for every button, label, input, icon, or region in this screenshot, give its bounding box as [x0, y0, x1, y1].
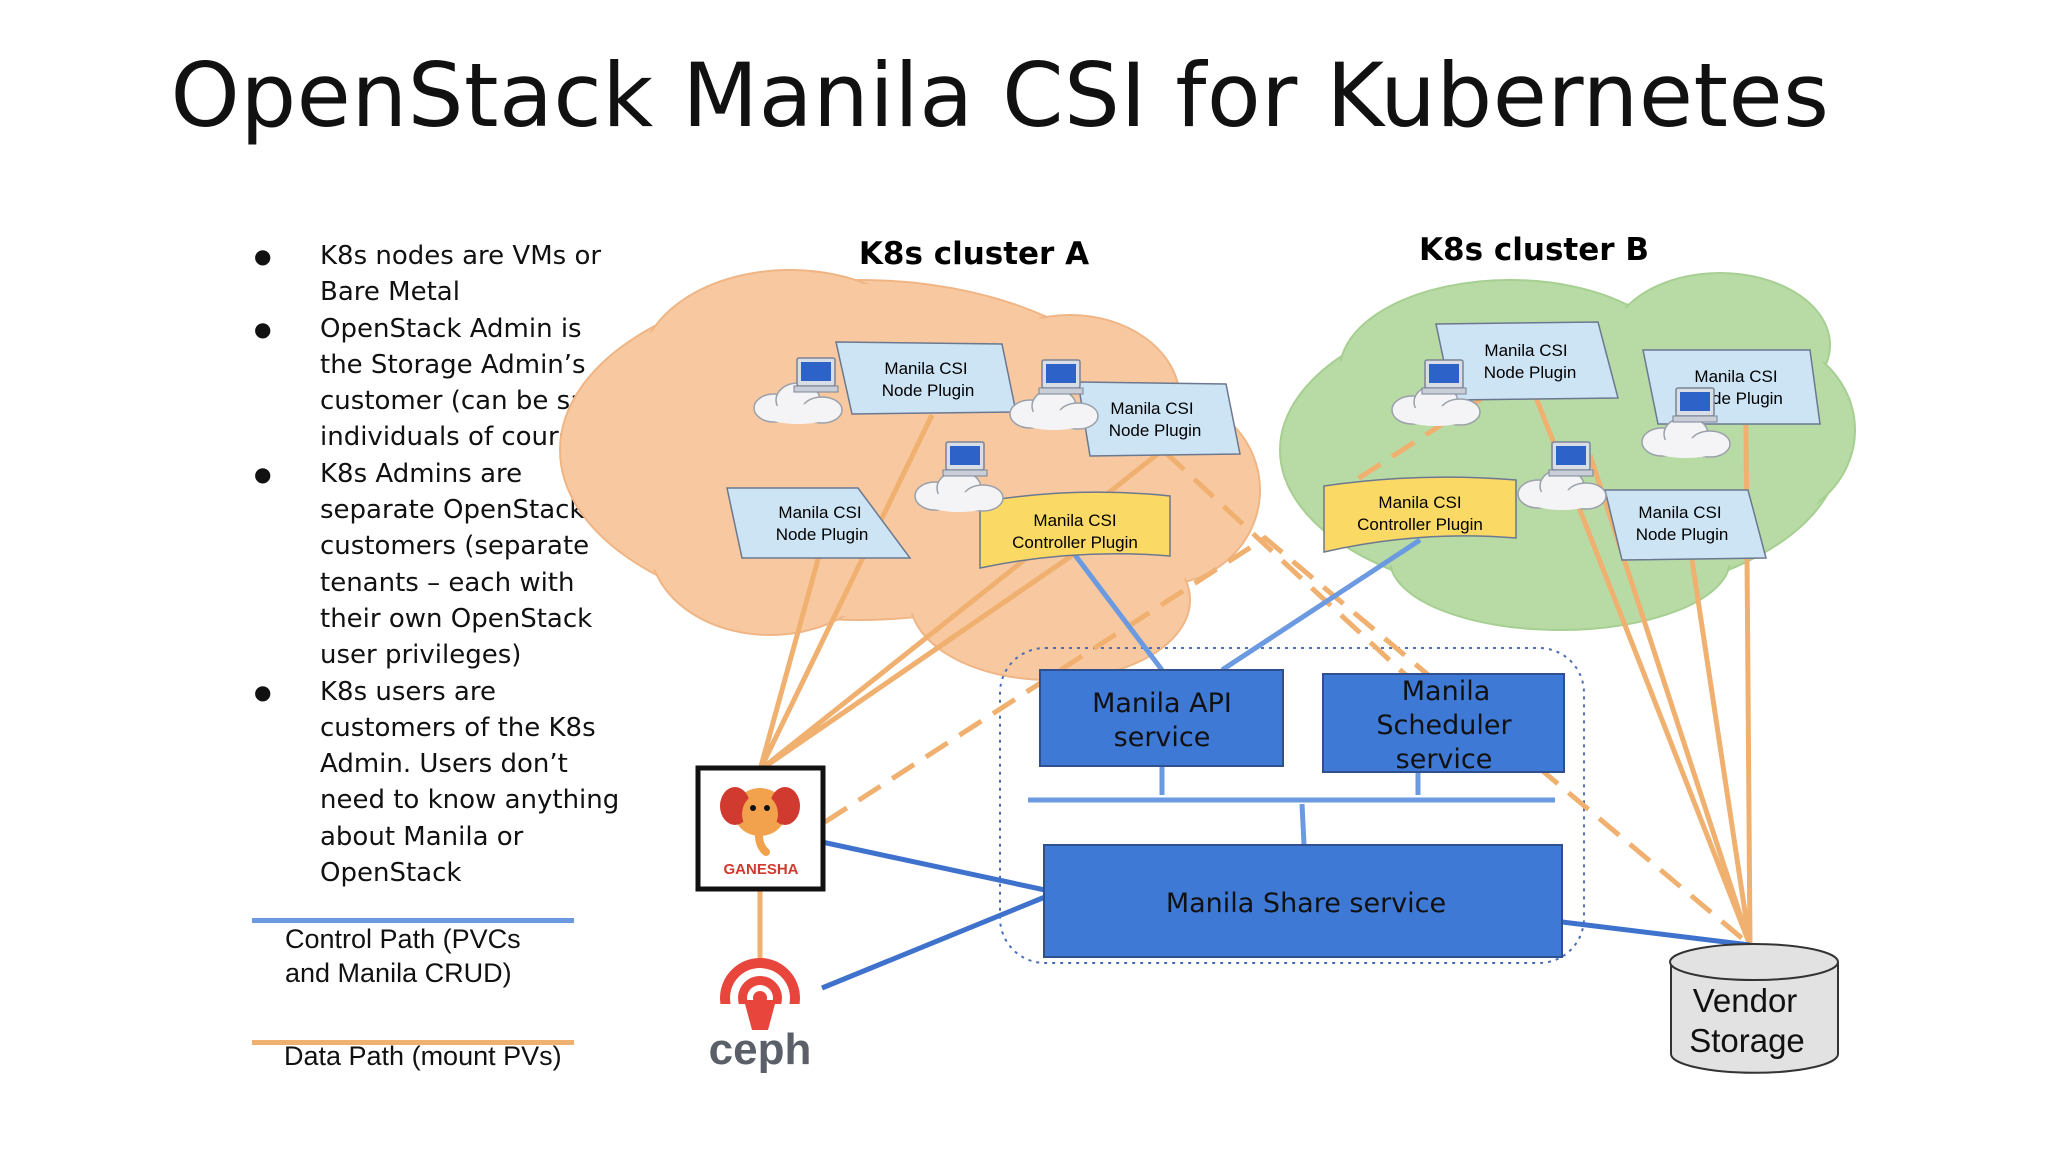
bullet-list: K8s nodes are VMs or Bare Metal OpenStac… — [250, 238, 630, 891]
manila-share-label: Manila Share service — [1166, 888, 1446, 919]
vendor-storage: Vendor Storage — [1669, 943, 1839, 1074]
controller-plugin-label: Controller Plugin — [1012, 533, 1138, 552]
control-path-legend-label-1: Control Path (PVCs — [285, 924, 521, 954]
bullet-item: K8s Admins are separate OpenStack custom… — [250, 456, 630, 674]
ganesha-logo: GANESHA — [695, 765, 826, 892]
ganesha-label: GANESHA — [723, 861, 798, 878]
cluster-a-node-plugin-1: Manila CSI Node Plugin — [835, 341, 1017, 415]
node-plugin-label: Node Plugin — [776, 525, 869, 544]
node-plugin-label: Manila CSI — [884, 359, 967, 378]
data-path-legend-label: Data Path (mount PVs) — [284, 1041, 562, 1071]
manila-api-label: Manila API — [1092, 688, 1232, 719]
cluster-a-node-plugin-3: Manila CSI Node Plugin — [726, 487, 912, 559]
control-paths — [1028, 537, 1555, 845]
bullet-item: OpenStack Admin is the Storage Admin’s c… — [250, 311, 630, 456]
node-plugin-label: Node Plugin — [1484, 363, 1577, 382]
cluster-b-title: K8s cluster B — [1419, 232, 1649, 268]
cluster-a-title: K8s cluster A — [859, 236, 1089, 272]
data-path-legend-line — [252, 1040, 574, 1045]
bullet-item: K8s nodes are VMs or Bare Metal — [250, 238, 630, 311]
bullet-item: K8s users are customers of the K8s Admin… — [250, 674, 630, 892]
node-plugin-label: Manila CSI — [1638, 503, 1721, 522]
cluster-b-node-plugin-2: Manila CSI de Plugin — [1642, 349, 1821, 425]
cluster-a-controller-plugin: Manila CSI Controller Plugin — [979, 491, 1171, 569]
ceph-logo: ceph — [709, 958, 812, 1074]
manila-services-boundary — [999, 647, 1585, 964]
manila-api-service: Manila API service — [1039, 669, 1284, 767]
cluster-a-node-plugin-2: Manila CSI Node Plugin — [1077, 381, 1241, 457]
node-plugin-label: Manila CSI — [1110, 399, 1193, 418]
node-plugin-label: Node Plugin — [1109, 421, 1202, 440]
node-plugin-label: Manila CSI — [778, 503, 861, 522]
cluster-b-node-plugin-1: Manila CSI Node Plugin — [1435, 321, 1619, 401]
controller-plugin-label: Controller Plugin — [1357, 515, 1483, 534]
manila-api-label: service — [1114, 722, 1211, 753]
manila-scheduler-label: service — [1396, 744, 1493, 775]
node-plugin-label: Manila CSI — [1694, 367, 1777, 386]
control-path-legend-line — [252, 918, 574, 923]
control-path-legend-label-2: and Manila CRUD) — [285, 958, 512, 988]
manila-scheduler-label: Scheduler — [1376, 710, 1512, 741]
manila-scheduler-label: Manila — [1402, 676, 1491, 707]
control-paths-storage — [821, 839, 1751, 991]
vendor-storage-label: Storage — [1689, 1022, 1805, 1059]
slide-title: OpenStack Manila CSI for Kubernetes — [170, 44, 1830, 147]
controller-plugin-label: Manila CSI — [1033, 511, 1116, 530]
node-plugin-label: Node Plugin — [882, 381, 975, 400]
manila-scheduler-service: Manila Scheduler service — [1322, 673, 1565, 775]
controller-plugin-label: Manila CSI — [1378, 493, 1461, 512]
node-plugin-label: de Plugin — [1712, 389, 1783, 408]
vendor-storage-label: Vendor — [1693, 982, 1798, 1019]
ceph-label: ceph — [709, 1025, 812, 1074]
cluster-b-node-plugin-3: Manila CSI Node Plugin — [1604, 489, 1767, 561]
cluster-b-controller-plugin: Manila CSI Controller Plugin — [1323, 476, 1517, 553]
node-plugin-label: Node Plugin — [1636, 525, 1729, 544]
manila-share-service: Manila Share service — [1043, 844, 1563, 958]
node-plugin-label: Manila CSI — [1484, 341, 1567, 360]
